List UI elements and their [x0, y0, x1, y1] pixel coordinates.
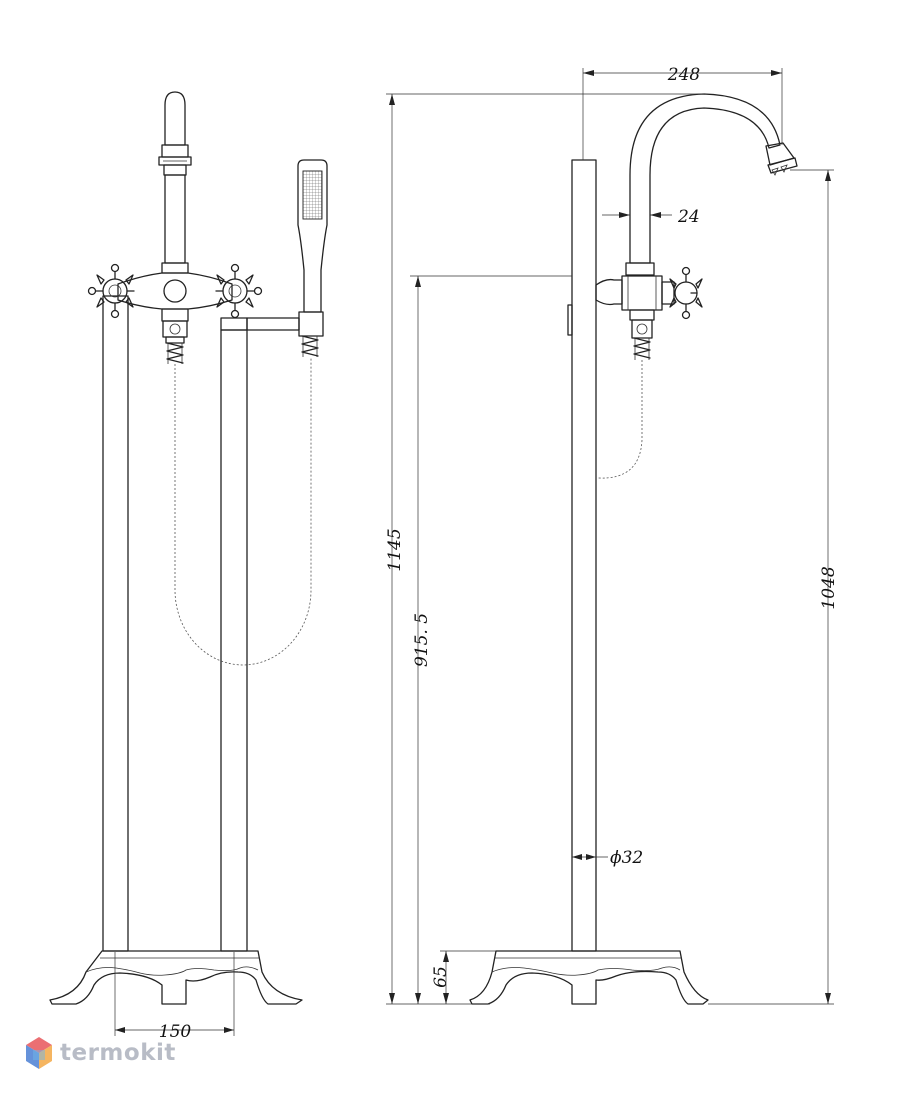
handle-height-label: 915. 5	[412, 613, 432, 667]
base-height-label: 65	[431, 966, 451, 988]
total-height-label: 1145	[385, 528, 405, 571]
spout-diameter-dimension	[602, 212, 672, 218]
side-mixer-body	[595, 262, 675, 339]
front-spout-pipe	[158, 91, 192, 274]
side-base	[469, 950, 709, 1005]
side-hose-fitting	[633, 337, 651, 360]
total-height-dimension	[386, 93, 704, 1005]
front-mixer-body	[117, 272, 233, 338]
pipe-diameter-label: ϕ32	[610, 848, 643, 868]
front-view	[49, 91, 328, 1036]
spout-height-dimension	[708, 169, 834, 1005]
leg-spacing-dimension	[114, 952, 235, 1036]
brand-name: termokit	[60, 1040, 176, 1066]
spout-height-label: 1048	[819, 566, 839, 609]
side-main-pipe	[571, 159, 597, 952]
front-base	[49, 950, 303, 1005]
spout-diameter-label: 24	[677, 207, 700, 227]
front-hand-shower	[297, 159, 328, 357]
front-right-leg	[220, 329, 248, 952]
pipe-diameter-dimension	[572, 854, 608, 860]
side-view	[386, 68, 834, 1005]
spout-reach-label: 248	[667, 65, 701, 85]
side-handle	[669, 266, 703, 320]
handle-height-dimension	[410, 275, 572, 1004]
front-shower-arm	[220, 311, 324, 337]
front-left-handle	[87, 263, 135, 319]
side-spout	[629, 93, 798, 264]
front-right-handle	[215, 263, 263, 319]
spout-reach-dimension	[582, 68, 783, 160]
base-height-dimension	[440, 950, 496, 1004]
side-shower-hose	[597, 360, 643, 479]
front-hose-fitting	[165, 336, 185, 364]
front-left-leg	[102, 295, 129, 952]
brand-hexagon-icon	[26, 1037, 52, 1069]
front-shower-hose	[174, 357, 312, 666]
leg-spacing-label: 150	[159, 1022, 192, 1042]
brand-logo: termokit	[24, 1036, 176, 1070]
